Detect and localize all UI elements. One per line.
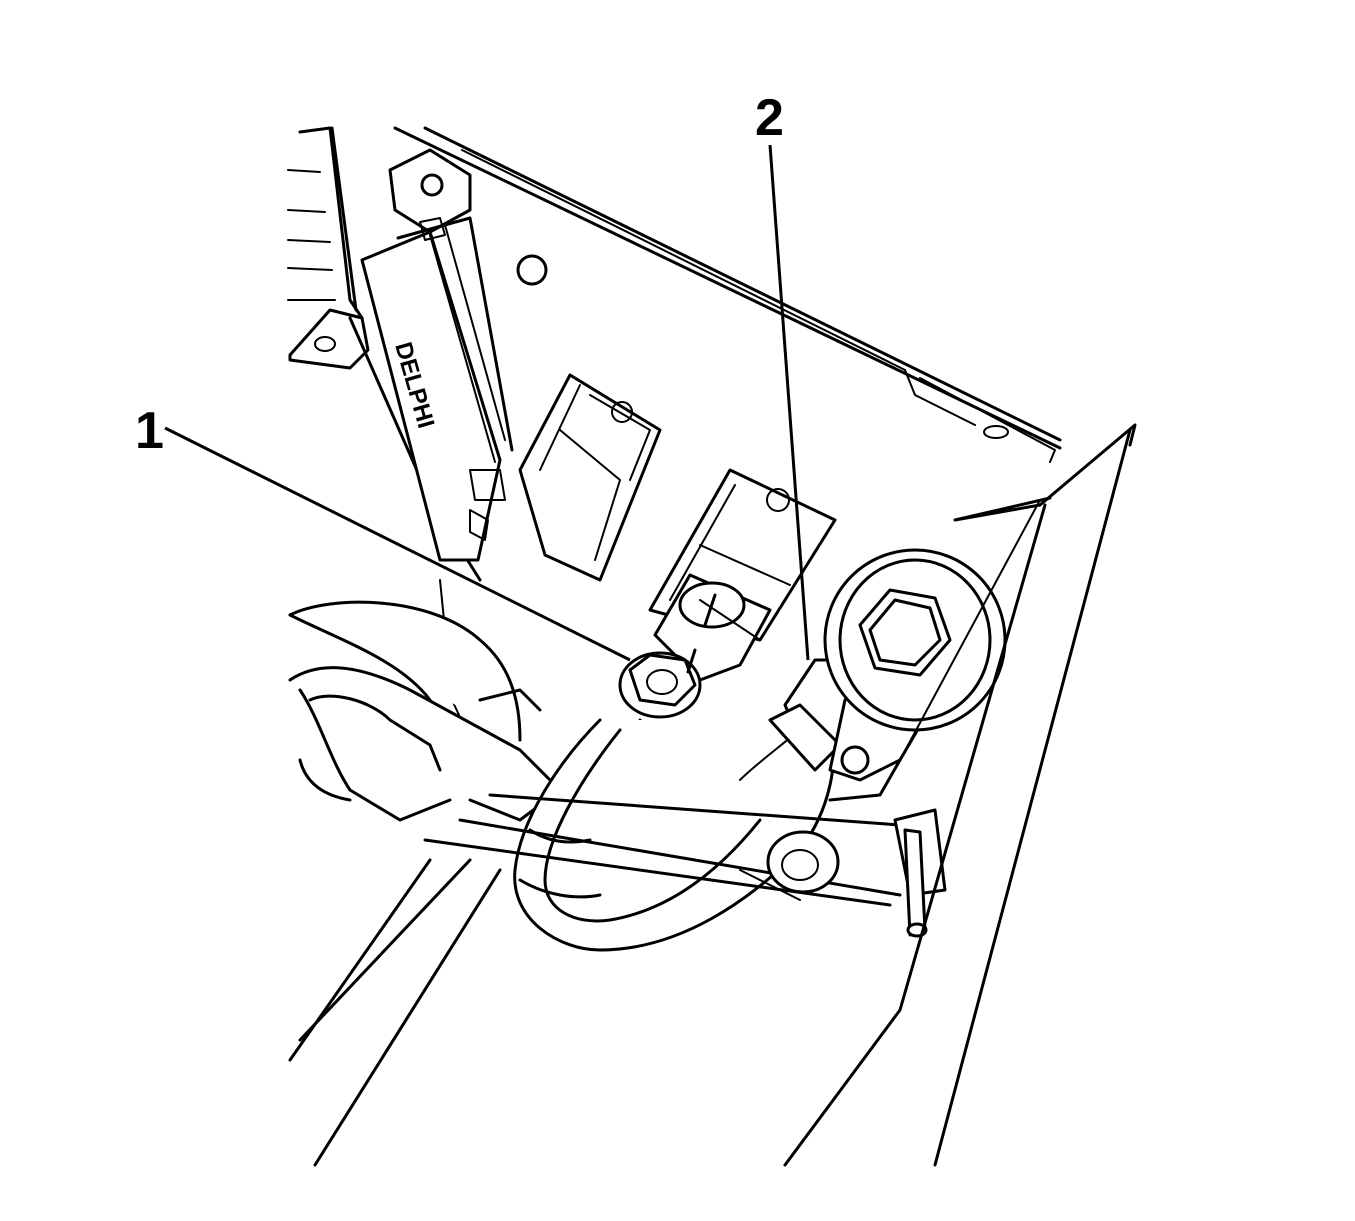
callout-1: 1 <box>135 402 631 662</box>
bolt-housing <box>823 548 1007 732</box>
callout-2-leader <box>768 144 810 661</box>
callout-2-label: 2 <box>755 89 784 147</box>
cable-clip <box>893 808 947 938</box>
connector-strip: DELPHI <box>360 148 514 562</box>
callout-2: 2 <box>755 89 810 661</box>
right-side-panel <box>783 423 1137 1167</box>
terminal-nut <box>618 651 702 719</box>
lower-tray <box>288 793 902 1167</box>
lower-nut <box>766 830 840 894</box>
cable-harness <box>288 600 562 822</box>
callout-1-label: 1 <box>135 402 164 460</box>
callout-1-leader <box>164 426 631 662</box>
